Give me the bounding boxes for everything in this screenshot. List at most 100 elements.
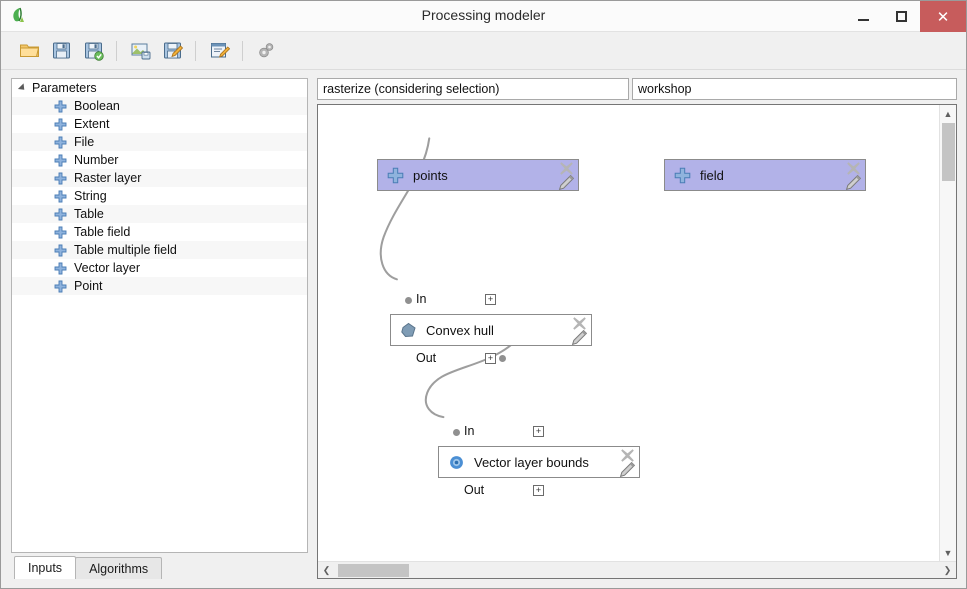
pencil-edit-icon[interactable] <box>558 174 575 191</box>
blue-plus-icon <box>674 167 691 184</box>
export-image-icon[interactable] <box>126 37 154 65</box>
tree-item-label: Table multiple field <box>74 243 177 257</box>
horizontal-scroll-thumb[interactable] <box>338 563 409 577</box>
node-controls <box>844 161 862 191</box>
close-x-icon[interactable] <box>846 161 861 176</box>
node-output-port-dot[interactable] <box>499 355 506 362</box>
tab-inputs[interactable]: Inputs <box>14 556 77 579</box>
add-parameter-icon <box>54 280 67 293</box>
tree-item-label: Extent <box>74 117 110 131</box>
tree-item-table[interactable]: Table <box>12 205 307 223</box>
close-x-icon[interactable] <box>620 448 635 463</box>
open-folder-icon[interactable] <box>15 37 43 65</box>
run-gears-icon[interactable] <box>252 37 280 65</box>
model-node-vector-layer-bounds[interactable]: Vector layer bounds <box>438 446 640 478</box>
node-input-label: In <box>416 292 427 306</box>
tree-item-table-field[interactable]: Table field <box>12 223 307 241</box>
save-icon[interactable] <box>47 37 75 65</box>
canvas-horizontal-scrollbar[interactable]: ❮ ❯ <box>318 561 956 578</box>
model-node-points[interactable]: points <box>377 159 579 191</box>
expand-outputs-box[interactable]: + <box>485 353 496 364</box>
expand-inputs-box[interactable]: + <box>485 294 496 305</box>
expand-outputs-box[interactable]: + <box>533 485 544 496</box>
window-title: Processing modeler <box>421 7 546 23</box>
add-parameter-icon <box>54 136 67 149</box>
canvas-vertical-scrollbar[interactable]: ▲ ▼ <box>939 105 956 561</box>
tab-algorithms[interactable]: Algorithms <box>75 557 163 579</box>
tree-root-label: Parameters <box>32 81 97 95</box>
scroll-down-arrow[interactable]: ▼ <box>943 547 953 558</box>
pencil-edit-icon[interactable] <box>571 329 588 346</box>
add-parameter-icon <box>54 154 67 167</box>
polygon-shape-icon <box>400 322 417 339</box>
title-bar: Processing modeler ✕ <box>1 1 966 32</box>
tree-item-label: File <box>74 135 95 149</box>
export-script-icon[interactable] <box>158 37 186 65</box>
node-input-label: In <box>464 424 475 438</box>
node-output-label: Out <box>464 483 485 497</box>
node-input-port-dot[interactable] <box>453 429 460 436</box>
add-parameter-icon <box>54 262 67 275</box>
toolbar-separator-3 <box>242 40 243 61</box>
save-as-icon[interactable] <box>79 37 107 65</box>
toolbar-separator-1 <box>116 40 117 61</box>
close-x-icon[interactable] <box>572 316 587 331</box>
tree-item-number[interactable]: Number <box>12 151 307 169</box>
scroll-left-arrow[interactable]: ❮ <box>322 564 331 575</box>
node-controls <box>557 161 575 191</box>
model-group-input[interactable]: workshop <box>632 78 957 100</box>
tree-root-parameters[interactable]: Parameters <box>12 79 307 97</box>
add-parameter-icon <box>54 208 67 221</box>
tree-item-extent[interactable]: Extent <box>12 115 307 133</box>
pencil-edit-icon[interactable] <box>845 174 862 191</box>
model-name-input[interactable]: rasterize (considering selection) <box>317 78 629 100</box>
tree-item-label: Vector layer <box>74 261 141 275</box>
tree-item-label: Number <box>74 153 119 167</box>
tree-item-label: Point <box>74 279 103 293</box>
model-node-label: Vector layer bounds <box>474 454 589 470</box>
scroll-right-arrow[interactable]: ❯ <box>943 564 952 575</box>
tree-item-label: Table <box>74 207 104 221</box>
add-parameter-icon <box>54 118 67 131</box>
scroll-up-arrow[interactable]: ▲ <box>943 108 953 119</box>
model-panel: rasterize (considering selection) worksh… <box>317 78 957 579</box>
tree-item-vector-layer[interactable]: Vector layer <box>12 259 307 277</box>
model-name-fields: rasterize (considering selection) worksh… <box>317 78 957 100</box>
panel-tabs: Inputs Algorithms <box>11 555 308 579</box>
blue-gear-icon <box>448 454 465 471</box>
chevron-down-icon[interactable] <box>17 83 28 93</box>
close-x-icon[interactable] <box>559 161 574 176</box>
tree-item-raster-layer[interactable]: Raster layer <box>12 169 307 187</box>
pencil-edit-icon[interactable] <box>619 461 636 478</box>
tree-item-label: Boolean <box>74 99 120 113</box>
edit-help-icon[interactable] <box>205 37 233 65</box>
vertical-scroll-thumb[interactable] <box>941 123 955 181</box>
tree-item-file[interactable]: File <box>12 133 307 151</box>
model-node-convex-hull[interactable]: Convex hull <box>390 314 592 346</box>
tree-item-point[interactable]: Point <box>12 277 307 295</box>
model-node-field[interactable]: field <box>664 159 866 191</box>
expand-inputs-box[interactable]: + <box>533 426 544 437</box>
tree-item-table-multiple-field[interactable]: Table multiple field <box>12 241 307 259</box>
close-button[interactable]: ✕ <box>920 1 966 32</box>
tree-item-label: Raster layer <box>74 171 142 185</box>
node-output-label: Out <box>416 351 437 365</box>
main-toolbar <box>1 32 966 70</box>
add-parameter-icon <box>54 244 67 257</box>
maximize-button[interactable] <box>882 1 920 32</box>
tree-item-string[interactable]: String <box>12 187 307 205</box>
model-node-label: points <box>413 167 448 183</box>
node-input-port-dot[interactable] <box>405 297 412 304</box>
minimize-button[interactable] <box>844 1 882 32</box>
tree-item-boolean[interactable]: Boolean <box>12 97 307 115</box>
add-parameter-icon <box>54 100 67 113</box>
qgis-leaf-icon <box>9 5 31 27</box>
model-node-label: field <box>700 167 724 183</box>
model-node-label: Convex hull <box>426 322 494 338</box>
